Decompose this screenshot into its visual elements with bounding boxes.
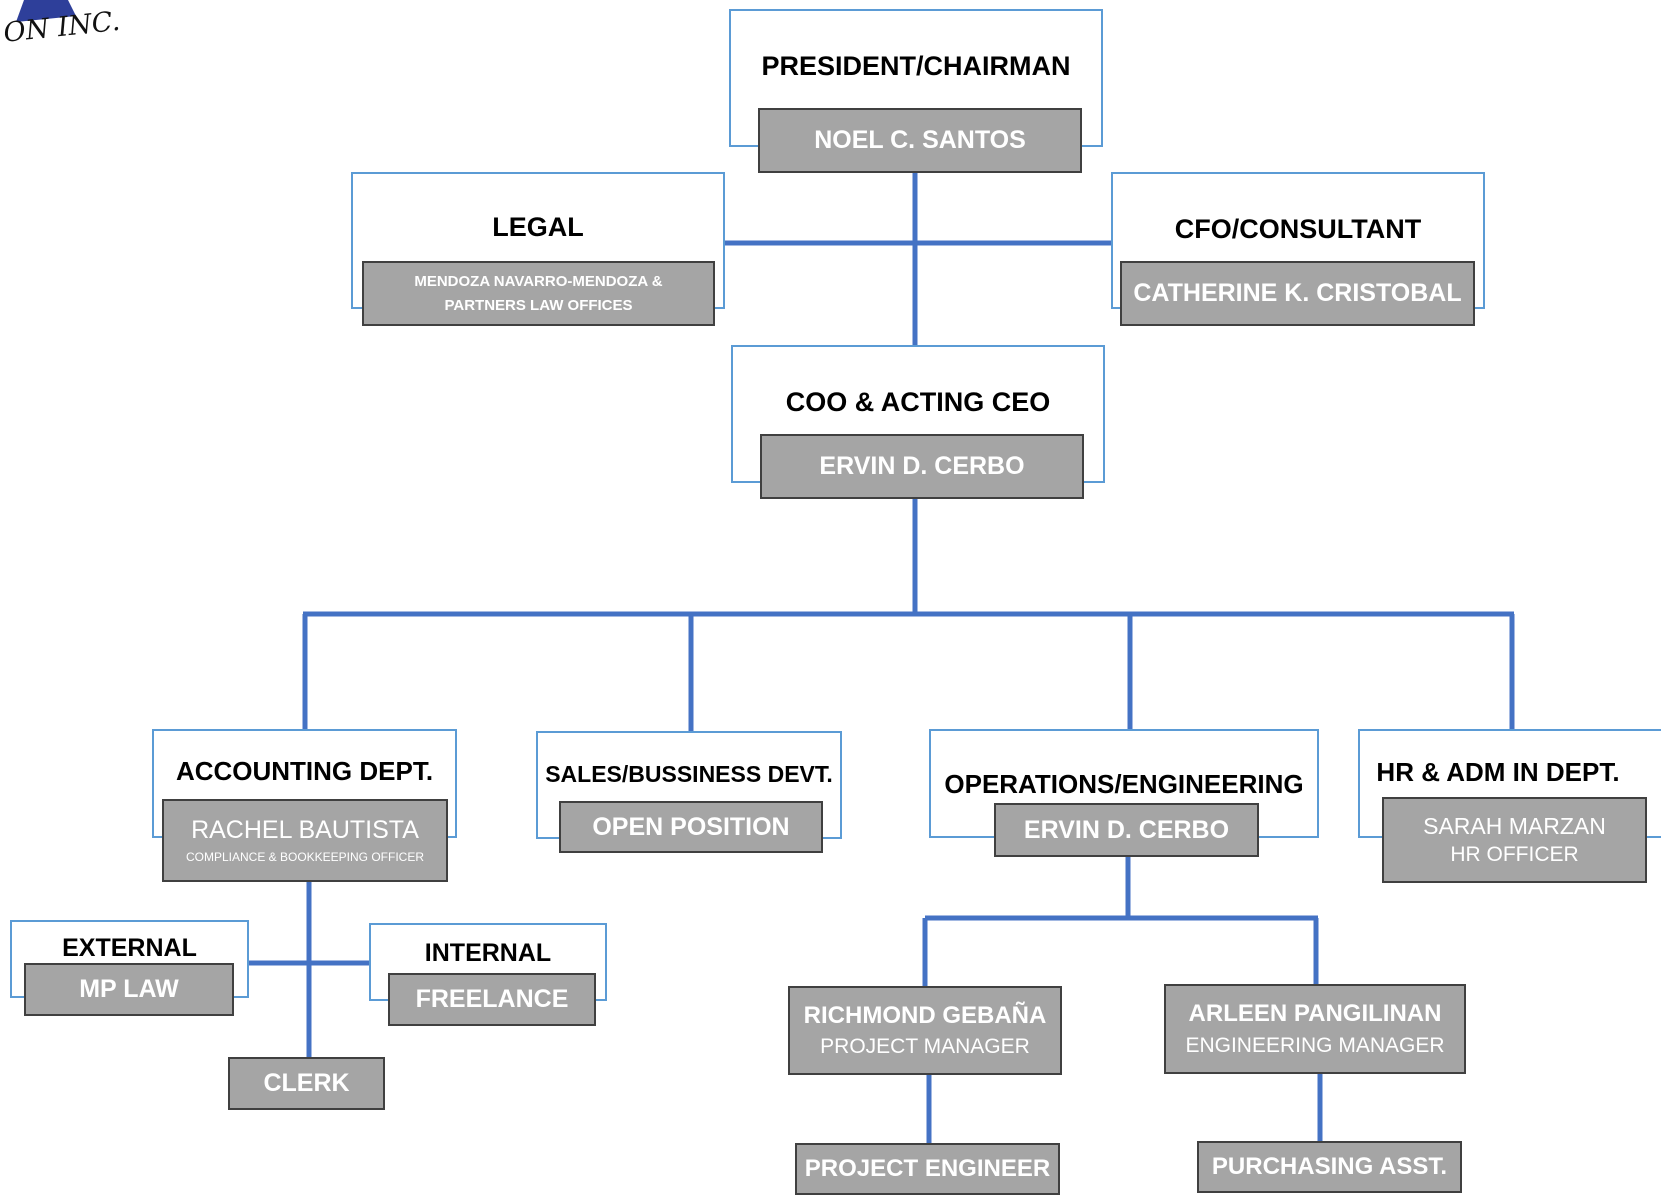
accounting-role: COMPLIANCE & BOOKKEEPING OFFICER	[185, 849, 425, 864]
coo-name: ERVIN D. CERBO	[819, 452, 1025, 481]
legal-name-line2: PARTNERS LAW OFFICES	[444, 296, 633, 314]
sales-title: SALES/BUSSINESS DEVT.	[545, 761, 833, 787]
coo-title: COO & ACTING CEO	[785, 387, 1051, 417]
hr-name: SARAH MARZAN	[1423, 812, 1606, 839]
operations-name-box: ERVIN D. CERBO	[994, 803, 1259, 857]
president-name-box: NOEL C. SANTOS	[758, 108, 1082, 173]
project-manager-name: RICHMOND GEBAÑA	[803, 1001, 1047, 1029]
purchasing-box: PURCHASING ASST.	[1197, 1141, 1462, 1193]
cfo-name-box: CATHERINE K. CRISTOBAL	[1120, 261, 1475, 326]
internal-name: FREELANCE	[415, 985, 569, 1014]
project-manager-role: PROJECT MANAGER	[820, 1035, 1030, 1059]
president-title: PRESIDENT/CHAIRMAN	[761, 51, 1071, 81]
clerk-name: CLERK	[263, 1069, 350, 1098]
external-title: EXTERNAL	[62, 934, 197, 962]
legal-name-line1: MENDOZA NAVARRO-MENDOZA &	[414, 273, 663, 291]
legal-title: LEGAL	[492, 212, 584, 242]
coo-frame: COO & ACTING CEO	[731, 345, 1105, 483]
hr-role: HR OFFICER	[1450, 843, 1579, 867]
cfo-title: CFO/CONSULTANT	[1174, 214, 1422, 244]
accounting-name-box: RACHEL BAUTISTA COMPLIANCE & BOOKKEEPING…	[162, 799, 448, 882]
legal-name-box: MENDOZA NAVARRO-MENDOZA & PARTNERS LAW O…	[362, 261, 715, 326]
external-name-box: MP LAW	[24, 963, 234, 1016]
coo-name-box: ERVIN D. CERBO	[760, 434, 1084, 499]
hr-name-box: SARAH MARZAN HR OFFICER	[1382, 797, 1647, 883]
external-name: MP LAW	[79, 975, 179, 1004]
project-engineer-box: PROJECT ENGINEER	[795, 1143, 1060, 1195]
hr-title: HR & ADM IN DEPT.	[1376, 757, 1620, 787]
internal-name-box: FREELANCE	[388, 973, 596, 1026]
accounting-name: RACHEL BAUTISTA	[191, 816, 419, 845]
cfo-name: CATHERINE K. CRISTOBAL	[1133, 279, 1462, 308]
president-name: NOEL C. SANTOS	[814, 126, 1026, 155]
project-engineer-name: PROJECT ENGINEER	[804, 1155, 1051, 1183]
project-manager-box: RICHMOND GEBAÑA PROJECT MANAGER	[788, 986, 1062, 1075]
engineering-manager-box: ARLEEN PANGILINAN ENGINEERING MANAGER	[1164, 984, 1466, 1074]
sales-name: OPEN POSITION	[592, 812, 790, 841]
engineering-manager-name: ARLEEN PANGILINAN	[1188, 1000, 1442, 1028]
logo-mark-icon	[16, 0, 76, 22]
operations-title: OPERATIONS/ENGINEERING	[944, 769, 1304, 799]
accounting-title: ACCOUNTING DEPT.	[175, 756, 434, 786]
sales-name-box: OPEN POSITION	[559, 801, 823, 853]
internal-title: INTERNAL	[424, 939, 552, 967]
operations-name: ERVIN D. CERBO	[1023, 815, 1230, 844]
clerk-box: CLERK	[228, 1057, 385, 1110]
engineering-manager-role: ENGINEERING MANAGER	[1185, 1033, 1445, 1057]
purchasing-name: PURCHASING ASST.	[1211, 1153, 1448, 1181]
